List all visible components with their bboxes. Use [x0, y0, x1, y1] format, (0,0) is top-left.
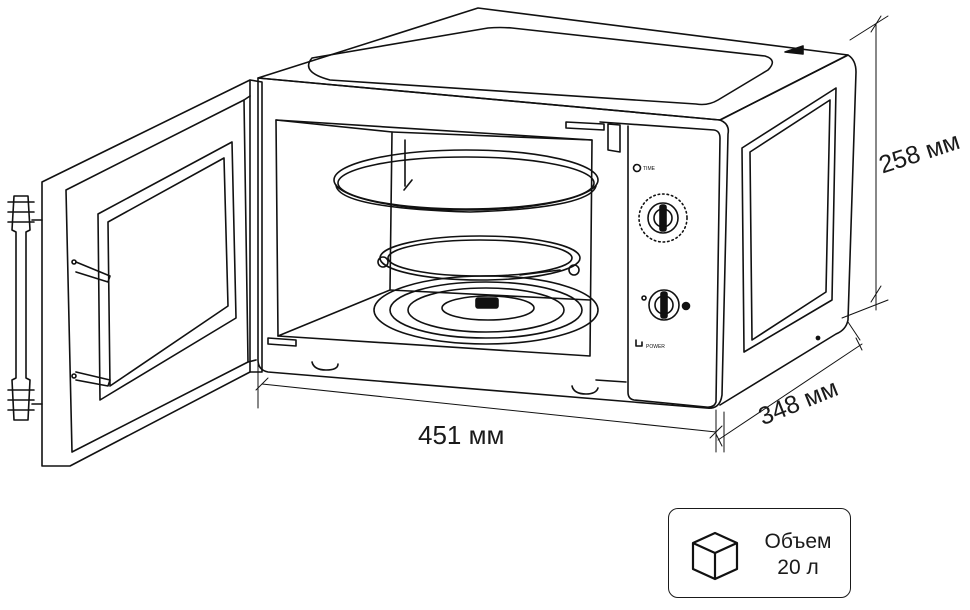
door — [41, 79, 263, 467]
body-top — [257, 7, 849, 121]
volume-value: 20 л — [777, 556, 819, 579]
height-dimension-line — [841, 15, 889, 319]
hand-icon — [635, 339, 643, 347]
timer-knob — [638, 193, 688, 243]
turntable-plate — [333, 149, 599, 213]
width-dimension-label: 451 мм — [418, 420, 505, 450]
latch-slots — [267, 121, 627, 383]
roller-ring — [377, 235, 581, 281]
timer-label: TIME — [643, 166, 656, 172]
width-dimension-line — [255, 361, 723, 453]
door-handle — [7, 195, 43, 421]
body-right-side — [719, 54, 857, 406]
feet — [311, 361, 599, 395]
clock-icon — [632, 163, 642, 173]
power-knob — [641, 289, 691, 321]
depth-dimension-line — [715, 321, 863, 453]
cube-icon — [691, 531, 739, 581]
volume-text: Объем 20 л — [753, 529, 843, 581]
cavity-floor — [373, 275, 599, 345]
body-front — [257, 77, 730, 410]
volume-badge: Объем 20 л — [668, 508, 851, 598]
power-label: POWER — [646, 344, 665, 350]
oven-cavity — [275, 119, 593, 357]
volume-label: Объем — [764, 530, 832, 553]
